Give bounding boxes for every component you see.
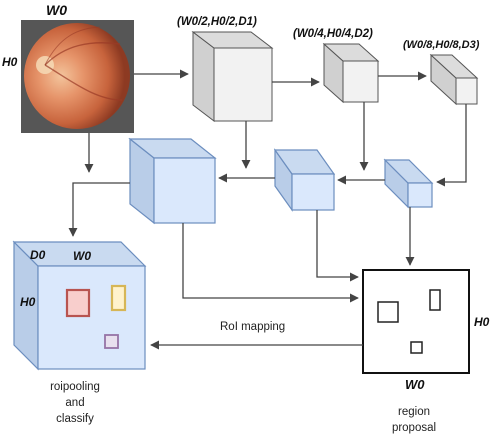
roipooling-label-line2: and: [65, 397, 84, 409]
encoder-cube-3: [429, 53, 479, 106]
roi-box-red: [65, 288, 91, 318]
roipooling-label-line3: classify: [56, 413, 94, 425]
proposal-box-3: [410, 341, 423, 354]
roi-box-small: [104, 334, 119, 349]
input-image: [21, 20, 134, 133]
decoder-cube-3: [383, 158, 434, 209]
encoder-cube-1: [191, 30, 274, 123]
connector-arrows: [68, 69, 467, 350]
encoder-dims-label-2: (W0/4,H0/4,D2): [293, 28, 373, 40]
roi-width-label: W0: [73, 249, 91, 263]
roi-mapping-label: RoI mapping: [220, 321, 285, 333]
proposal-width-label: W0: [405, 377, 425, 392]
roi-box-yellow: [110, 284, 127, 312]
encoder-dims-label-3: (W0/8,H0/8,D3): [403, 39, 480, 51]
region-proposal-label-line1: region: [398, 406, 430, 418]
region-proposal-block: [362, 269, 470, 374]
roi-pooling-block: [12, 240, 147, 371]
region-proposal-label-line2: proposal: [392, 422, 436, 434]
proposal-box-1: [377, 301, 399, 323]
encoder-dims-label-1: (W0/2,H0/2,D1): [177, 16, 257, 28]
decoder-cube-1: [128, 137, 217, 225]
roipooling-label-line1: roipooling: [50, 381, 100, 393]
proposal-box-2: [429, 289, 441, 311]
decoder-cube-2: [273, 148, 336, 212]
roi-height-label: H0: [20, 295, 36, 309]
proposal-height-label: H0: [474, 315, 490, 329]
roi-depth-label: D0: [30, 248, 46, 262]
input-height-label: H0: [2, 55, 18, 69]
encoder-cube-2: [322, 42, 380, 104]
input-width-label: W0: [46, 2, 67, 18]
